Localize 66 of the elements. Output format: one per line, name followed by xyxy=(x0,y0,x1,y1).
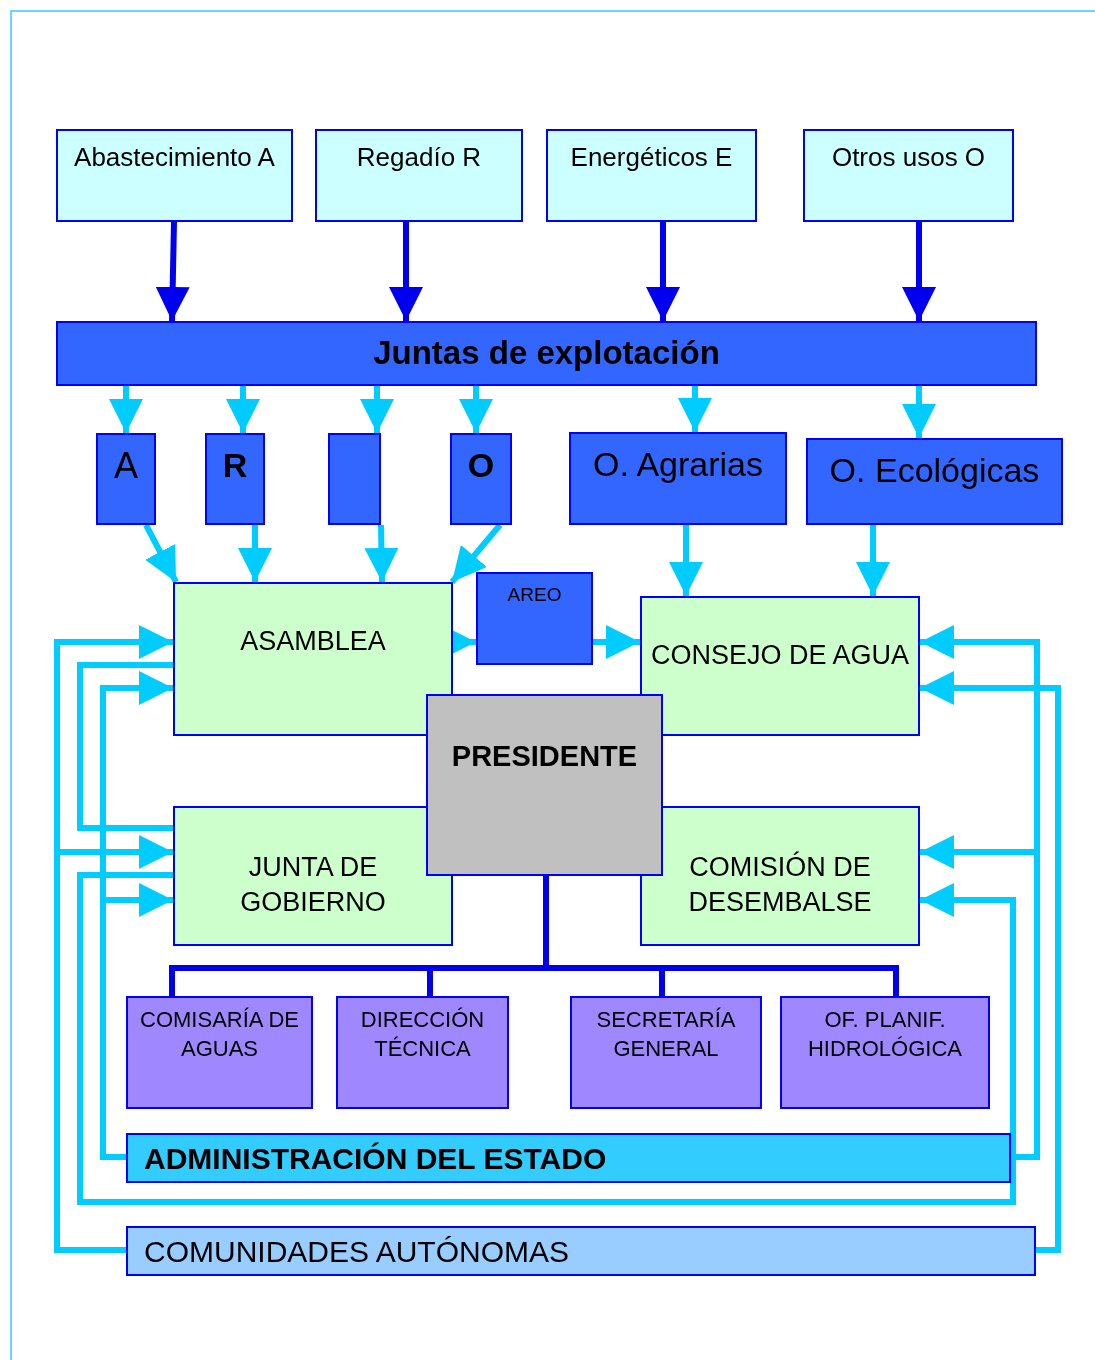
node-label: AREO xyxy=(507,583,562,607)
node-label: SECRETARÍA GENERAL xyxy=(595,1006,737,1063)
org-box xyxy=(205,433,265,525)
arrow xyxy=(389,222,423,321)
president-box xyxy=(426,694,663,876)
org-box xyxy=(803,129,1014,222)
arrow xyxy=(902,222,936,321)
org-box xyxy=(56,129,293,222)
arrow xyxy=(226,386,260,433)
arrow xyxy=(920,671,1061,1253)
node-label: JUNTA DE GOBIERNO xyxy=(239,851,387,920)
org-box xyxy=(476,572,593,665)
node-label: COMISARÍA DE AGUAS xyxy=(139,1006,300,1063)
node-label: DIRECCIÓN TÉCNICA xyxy=(359,1006,486,1063)
empty-box xyxy=(328,433,381,525)
junta-bar xyxy=(56,321,1037,386)
autonomous-communities-bar xyxy=(126,1226,1036,1276)
arrow xyxy=(459,386,493,433)
arrow xyxy=(109,386,143,433)
arrow xyxy=(593,625,640,659)
node-label: Otros usos O xyxy=(830,141,987,174)
org-box xyxy=(780,996,990,1109)
arrow xyxy=(364,524,399,583)
org-box xyxy=(640,806,920,946)
node-label: ASAMBLEA xyxy=(240,625,386,658)
arrow xyxy=(920,835,1040,1160)
org-box xyxy=(640,596,920,736)
arrow xyxy=(155,221,190,322)
node-label: CONSEJO DE AGUA xyxy=(650,639,910,672)
node-label: PRESIDENTE xyxy=(451,739,638,774)
arrow xyxy=(77,872,1016,1205)
node-label: A xyxy=(114,444,138,488)
arrow xyxy=(678,386,712,432)
arrow xyxy=(238,525,272,582)
org-box xyxy=(315,129,523,222)
node-label: ADMINISTRACIÓN DEL ESTADO xyxy=(144,1140,607,1177)
node-label: O. Ecológicas xyxy=(829,450,1040,491)
org-box xyxy=(173,806,453,946)
node-label: COMUNIDADES AUTÓNOMAS xyxy=(144,1233,570,1270)
connector-line xyxy=(77,662,173,831)
arrow xyxy=(360,386,394,433)
org-box xyxy=(570,996,762,1109)
node-label: OF. PLANIF. HIDROLÓGICA xyxy=(807,1006,963,1063)
node-label: Energéticos E xyxy=(569,141,734,174)
org-box xyxy=(96,433,156,525)
arrow xyxy=(856,525,890,596)
arrow xyxy=(143,523,179,584)
administration-bar xyxy=(126,1133,1011,1183)
node-label: Juntas de explotación xyxy=(373,333,720,374)
node-label: O. Agrarias xyxy=(592,444,764,485)
org-box xyxy=(336,996,509,1109)
node-label: R xyxy=(222,445,248,486)
org-box xyxy=(546,129,757,222)
org-box xyxy=(126,996,313,1109)
arrow xyxy=(646,222,680,321)
node-label: O xyxy=(467,445,495,486)
node-label: Abastecimiento A xyxy=(73,141,276,174)
org-box xyxy=(173,582,453,736)
arrow xyxy=(902,386,936,438)
org-box xyxy=(569,432,787,525)
node-label: Regadío R xyxy=(355,141,483,174)
arrow xyxy=(54,835,173,1253)
arrow xyxy=(669,525,703,596)
node-label: COMISIÓN DE DESEMBALSE xyxy=(687,850,873,920)
org-box xyxy=(806,438,1063,525)
org-box xyxy=(450,433,512,525)
